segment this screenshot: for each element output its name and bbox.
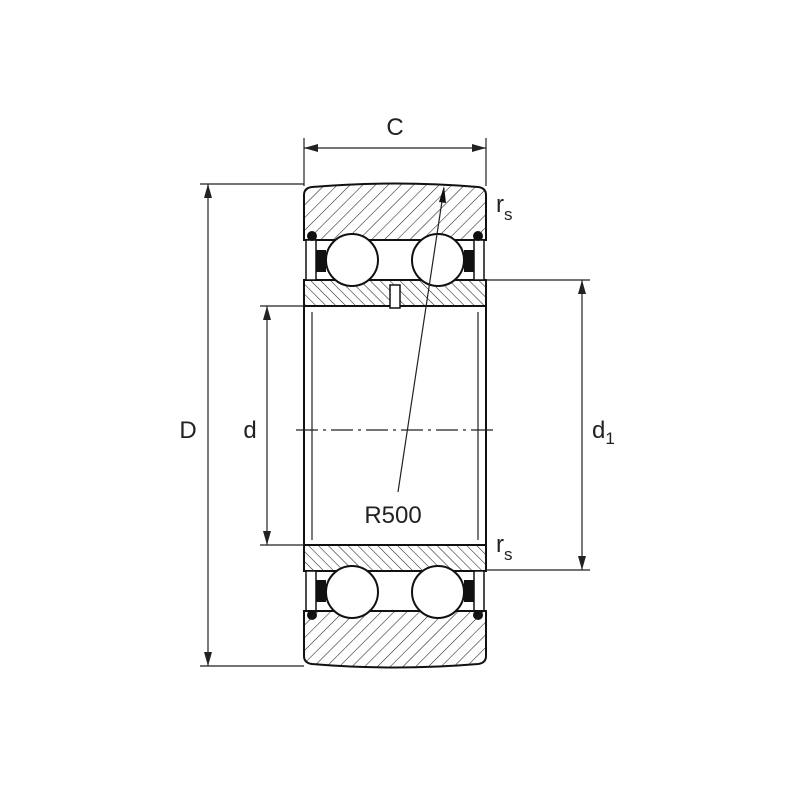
ball xyxy=(411,233,465,287)
label-d-bore: d xyxy=(243,417,256,444)
ball xyxy=(325,565,379,619)
dimension-d1 xyxy=(486,279,590,571)
label-rs-bottom: rs xyxy=(496,531,513,564)
label-r500: R500 xyxy=(364,502,421,529)
dimension-d-outer xyxy=(200,183,304,667)
label-rs-top: rs xyxy=(496,191,513,224)
lube-hole-top xyxy=(389,284,401,309)
dimension-d-bore xyxy=(260,305,304,546)
r500-leader xyxy=(397,187,445,493)
label-d1: d1 xyxy=(592,417,615,448)
inner-ring-bottom xyxy=(303,544,487,572)
seals-top xyxy=(305,231,485,281)
outer-ring-top xyxy=(303,182,487,241)
label-d-outer: D xyxy=(179,417,196,444)
outer-ring-bottom xyxy=(303,610,487,669)
ball xyxy=(325,233,379,287)
ball xyxy=(411,565,465,619)
dimension-c xyxy=(303,138,487,186)
label-c: C xyxy=(386,114,403,141)
